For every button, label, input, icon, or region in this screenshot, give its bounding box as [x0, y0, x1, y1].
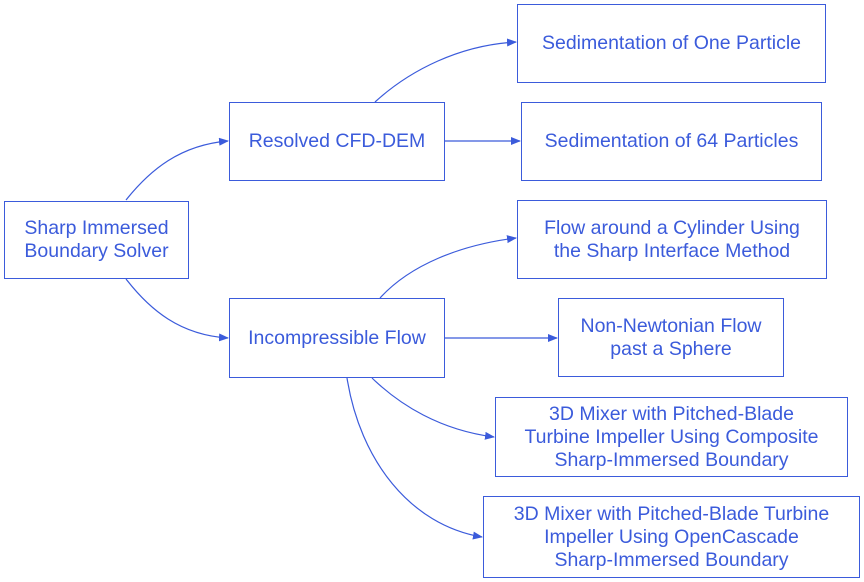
node-resolved-cfd-dem: Resolved CFD-DEM — [229, 102, 445, 181]
node-sharp-immersed-boundary-solver: Sharp Immersed Boundary Solver — [4, 201, 189, 279]
node-non-newtonian-flow: Non-Newtonian Flow past a Sphere — [558, 298, 784, 377]
node-mixer-composite: 3D Mixer with Pitched-Blade Turbine Impe… — [495, 397, 848, 477]
node-sedimentation-one-particle: Sedimentation of One Particle — [517, 4, 826, 83]
edge-cfd-dem-to-sed-one — [374, 38, 517, 103]
node-sedimentation-64-particles: Sedimentation of 64 Particles — [521, 102, 822, 181]
node-incompressible-flow: Incompressible Flow — [229, 298, 445, 378]
edge-incompressible-to-mixer-occ — [346, 377, 483, 540]
node-mixer-opencascade: 3D Mixer with Pitched-Blade Turbine Impe… — [483, 496, 860, 578]
edge-incompressible-to-mixer-composite — [371, 377, 495, 440]
edge-root-to-incompressible — [125, 278, 229, 342]
node-flow-around-cylinder: Flow around a Cylinder Using the Sharp I… — [517, 200, 827, 279]
edge-incompressible-to-cylinder — [379, 235, 517, 299]
edge-root-to-cfd-dem — [125, 137, 229, 201]
